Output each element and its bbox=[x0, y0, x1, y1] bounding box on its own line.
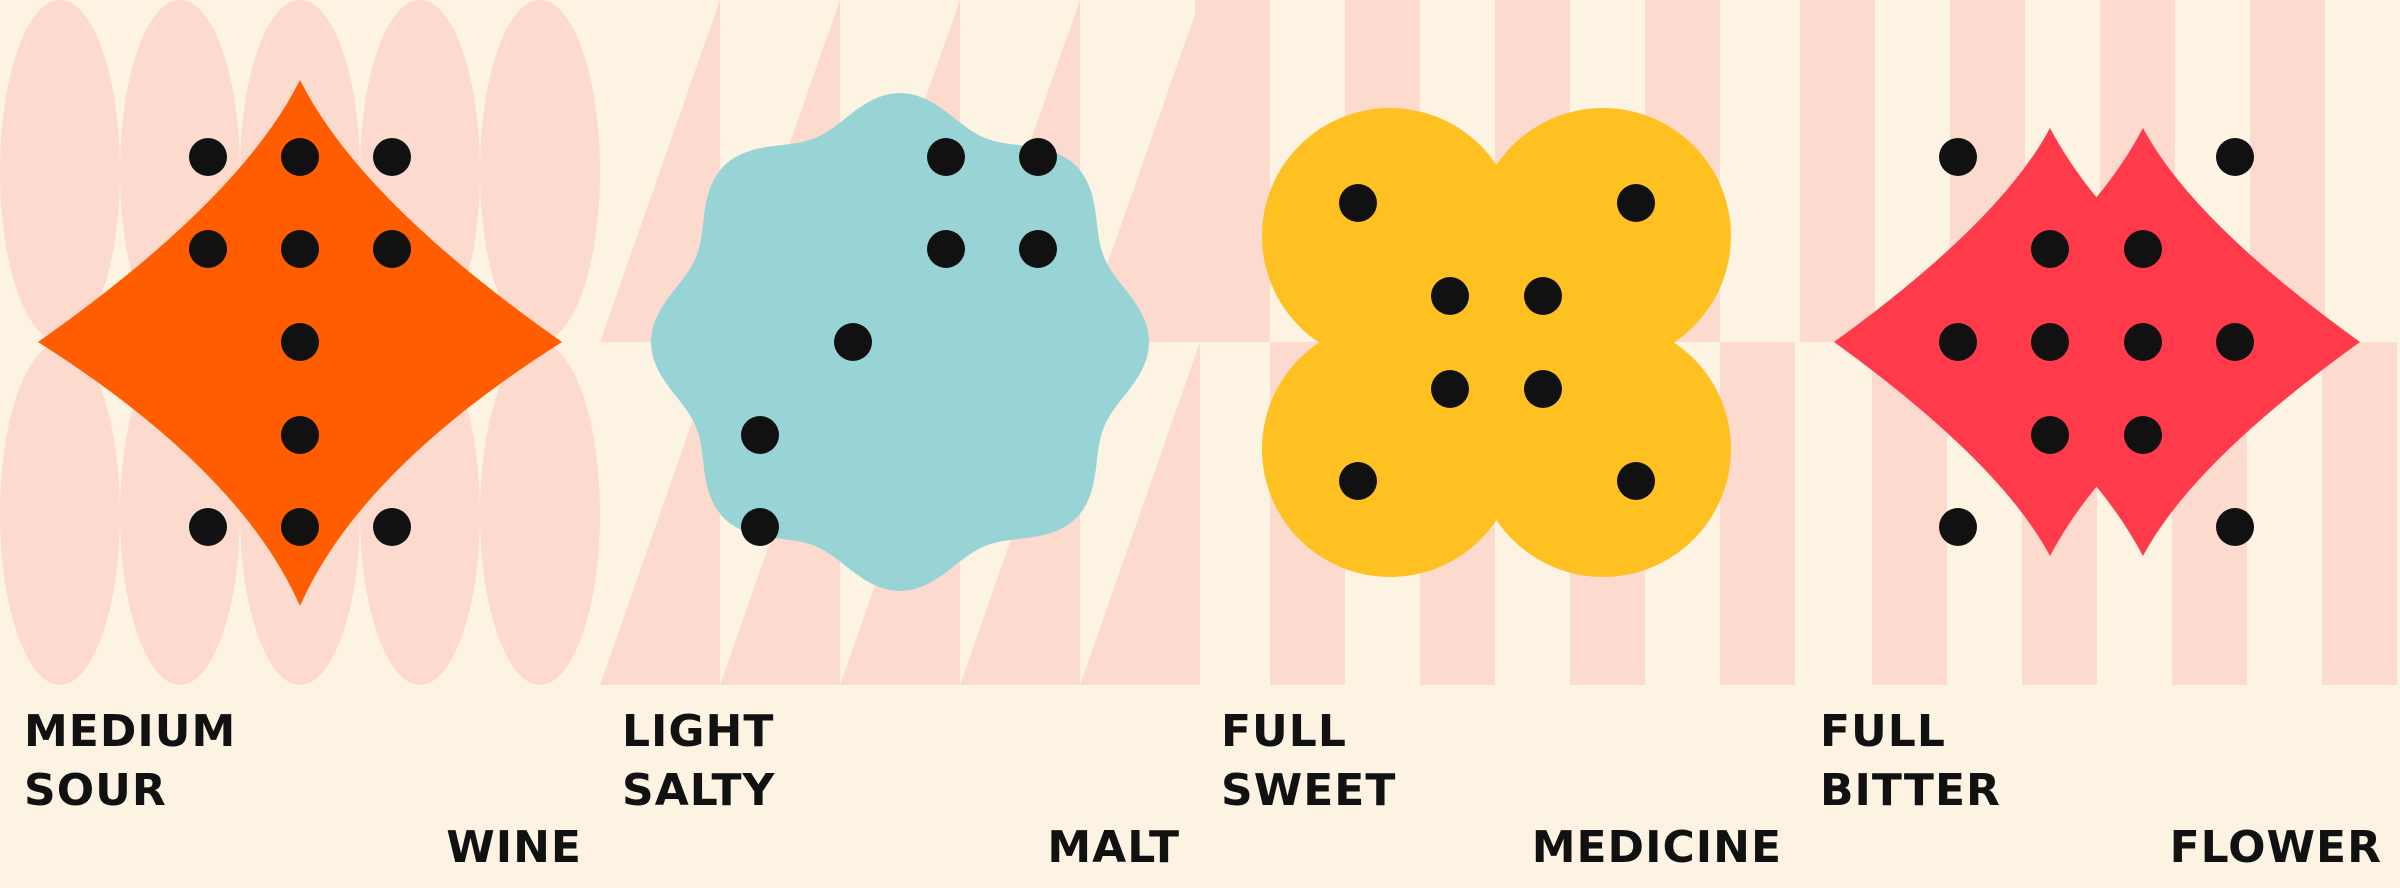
card-1-taste-label: SOUR bbox=[24, 765, 167, 816]
card-4-dot-6 bbox=[2031, 323, 2069, 361]
card-4-taste-label: BITTER bbox=[1820, 765, 2001, 816]
vertical-stripe-shape bbox=[1720, 342, 1795, 685]
card-4-dot-4 bbox=[2124, 230, 2162, 268]
card-3-dot-1 bbox=[1339, 184, 1377, 222]
card-4-descriptor: FULL BITTER bbox=[1820, 702, 2380, 820]
card-3-body-label: FULL bbox=[1221, 706, 1347, 757]
card-1-descriptor: MEDIUM SOUR bbox=[24, 702, 584, 820]
card-3-dot-2 bbox=[1617, 184, 1655, 222]
card-3-dot-8 bbox=[1617, 462, 1655, 500]
oval-pattern-shape bbox=[0, 0, 120, 342]
card-2-taste-label: SALTY bbox=[622, 765, 776, 816]
card-1-dot-8 bbox=[281, 416, 319, 454]
card-3-dot-4 bbox=[1524, 277, 1562, 315]
card-3-dot-7 bbox=[1339, 462, 1377, 500]
card-1-dot-9 bbox=[189, 508, 227, 546]
card-3-dots bbox=[1339, 184, 1655, 500]
card-1-dot-11 bbox=[373, 508, 411, 546]
card-2-descriptor: LIGHT SALTY bbox=[622, 702, 1182, 820]
card-4-dot-10 bbox=[2124, 416, 2162, 454]
card-2-dot-5 bbox=[834, 323, 872, 361]
flower-center bbox=[1390, 236, 1603, 449]
card-4-dot-12 bbox=[2216, 508, 2254, 546]
vertical-stripe-shape bbox=[1195, 0, 1270, 342]
card-1-dot-4 bbox=[189, 230, 227, 268]
card-2-dot-6 bbox=[741, 416, 779, 454]
card-1-dot-1 bbox=[189, 138, 227, 176]
card-4-body-label: FULL bbox=[1820, 706, 1946, 757]
card-3-dot-6 bbox=[1524, 370, 1562, 408]
diagonal-stripe-shape bbox=[600, 0, 720, 342]
card-4-dot-1 bbox=[1939, 138, 1977, 176]
card-1-dot-6 bbox=[373, 230, 411, 268]
card-4-dot-9 bbox=[2031, 416, 2069, 454]
card-4-dot-11 bbox=[1939, 508, 1977, 546]
card-3-dot-5 bbox=[1431, 370, 1469, 408]
card-1-dot-2 bbox=[281, 138, 319, 176]
card-1-dot-7 bbox=[281, 323, 319, 361]
diagonal-stripe-shape bbox=[600, 342, 720, 685]
card-4-dots bbox=[1939, 138, 2254, 546]
card-4-dot-5 bbox=[1939, 323, 1977, 361]
vertical-stripe-shape bbox=[2322, 342, 2397, 685]
card-1-body-label: MEDIUM bbox=[24, 706, 237, 757]
diagonal-stripe-shape bbox=[1080, 0, 1200, 342]
card-3-dot-3 bbox=[1431, 277, 1469, 315]
four-lobe-flower-icon bbox=[1262, 108, 1731, 577]
card-3-taste-label: SWEET bbox=[1221, 765, 1397, 816]
card-4-dot-3 bbox=[2031, 230, 2069, 268]
card-1-dot-3 bbox=[373, 138, 411, 176]
oval-pattern-shape bbox=[480, 343, 600, 685]
card-2-dots bbox=[741, 138, 1057, 546]
card-4-dot-2 bbox=[2216, 138, 2254, 176]
card-1-dots bbox=[189, 138, 411, 546]
twin-star-right-half bbox=[1993, 128, 2360, 556]
card-4-dot-8 bbox=[2216, 323, 2254, 361]
card-2-dot-7 bbox=[741, 508, 779, 546]
card-3-descriptor: FULL SWEET bbox=[1221, 702, 1781, 820]
card-1-dot-10 bbox=[281, 508, 319, 546]
scalloped-circle-icon bbox=[651, 93, 1149, 591]
card-2-dot-3 bbox=[927, 230, 965, 268]
card-2-dot-4 bbox=[1019, 230, 1057, 268]
oval-pattern-shape bbox=[480, 0, 600, 342]
card-2-dot-2 bbox=[1019, 138, 1057, 176]
vertical-stripe-shape bbox=[1800, 0, 1875, 342]
oval-pattern-shape bbox=[0, 343, 120, 685]
card-1-dot-5 bbox=[281, 230, 319, 268]
card-2-dot-1 bbox=[927, 138, 965, 176]
card-1-note-label: WINE bbox=[446, 822, 582, 873]
card-3-note-label: MEDICINE bbox=[1531, 822, 1782, 873]
card-4-note-label: FLOWER bbox=[2169, 822, 2382, 873]
twin-star-icon bbox=[1834, 128, 2360, 556]
card-2-body-label: LIGHT bbox=[622, 706, 775, 757]
card-2-note-label: MALT bbox=[1047, 822, 1180, 873]
card-4-dot-7 bbox=[2124, 323, 2162, 361]
diagonal-stripe-shape bbox=[1080, 342, 1200, 685]
